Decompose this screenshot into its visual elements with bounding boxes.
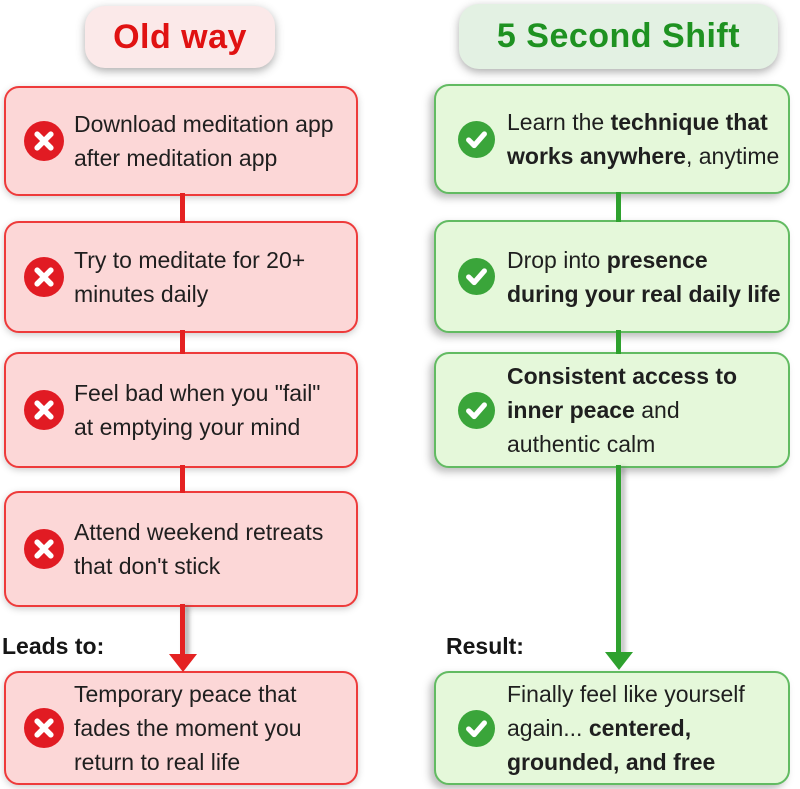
shift-box-2-text: Drop into presence during your real dail… bbox=[507, 246, 781, 307]
cross-icon bbox=[24, 257, 64, 297]
old-way-box-3-text: Feel bad when you "fail" at emptying you… bbox=[74, 380, 321, 440]
arrow-down-icon bbox=[605, 652, 633, 670]
cross-icon bbox=[24, 529, 64, 569]
shift-box-4-text: Finally feel like yourself again... cent… bbox=[507, 681, 745, 775]
old-way-box-4-text: Attend weekend retreats that don't stick bbox=[74, 519, 324, 579]
shift-box-3-text: Consistent access to inner peace and aut… bbox=[507, 363, 738, 457]
old-way-box-4: Attend weekend retreats that don't stick bbox=[4, 491, 358, 607]
connector-line bbox=[616, 465, 621, 654]
connector-line bbox=[180, 604, 185, 656]
check-icon bbox=[458, 120, 495, 158]
shift-box-3: Consistent access to inner peace and aut… bbox=[434, 352, 790, 468]
old-way-box-1-text: Download meditation app after meditation… bbox=[74, 111, 334, 171]
old-way-box-3: Feel bad when you "fail" at emptying you… bbox=[4, 352, 358, 468]
cross-icon bbox=[24, 708, 64, 748]
old-way-box-2: Try to meditate for 20+ minutes daily bbox=[4, 221, 358, 333]
shift-box-4-result: Finally feel like yourself again... cent… bbox=[434, 671, 790, 785]
shift-box-2: Drop into presence during your real dail… bbox=[434, 220, 790, 333]
cross-icon bbox=[24, 121, 64, 161]
old-way-box-5-result: Temporary peace that fades the moment yo… bbox=[4, 671, 358, 785]
five-second-shift-header: 5 Second Shift bbox=[459, 4, 778, 69]
leads-to-label: Leads to: bbox=[2, 633, 105, 659]
connector-line bbox=[180, 193, 185, 223]
result-label: Result: bbox=[446, 633, 524, 659]
old-way-box-2-text: Try to meditate for 20+ minutes daily bbox=[74, 247, 306, 307]
connector-line bbox=[616, 330, 621, 354]
check-icon bbox=[458, 258, 495, 295]
connector-line bbox=[616, 192, 621, 222]
shift-box-1-text: Learn the technique that works anywhere,… bbox=[507, 109, 780, 169]
check-icon bbox=[458, 709, 495, 747]
old-way-box-1: Download meditation app after meditation… bbox=[4, 86, 358, 196]
connector-line bbox=[180, 465, 185, 493]
check-icon bbox=[458, 391, 495, 429]
shift-box-1: Learn the technique that works anywhere,… bbox=[434, 84, 790, 194]
arrow-down-icon bbox=[169, 654, 197, 672]
old-way-header: Old way bbox=[85, 6, 275, 68]
old-way-box-5-text: Temporary peace that fades the moment yo… bbox=[74, 681, 302, 775]
cross-icon bbox=[24, 390, 64, 430]
connector-line bbox=[180, 330, 185, 354]
